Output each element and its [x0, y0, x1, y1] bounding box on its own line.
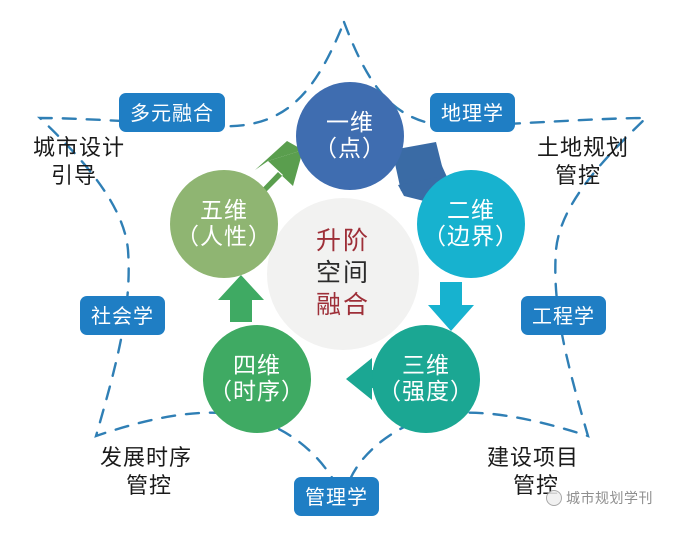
dimension-circle-5d[interactable]: 五维 （人性）	[170, 170, 278, 278]
dimension-2d-subtitle: （边界）	[423, 224, 519, 249]
dimension-5d-subtitle: （人性）	[176, 224, 272, 249]
arrow-2d-to-3d	[428, 282, 474, 331]
dimension-4d-title: 四维	[233, 353, 281, 379]
dimension-3d-subtitle: （强度）	[378, 379, 474, 404]
badge-sociology[interactable]: 社会学	[80, 296, 165, 335]
caption-urban-design: 城市设计 引导	[33, 134, 125, 189]
dimension-4d-subtitle: （时序）	[209, 379, 305, 404]
caption-development-timing-line1: 发展时序	[100, 445, 193, 470]
dimension-5d-title: 五维	[200, 198, 248, 224]
center-line-2: 空间	[315, 260, 370, 287]
watermark-logo-icon	[546, 490, 562, 506]
center-disc: 升阶 空间 融合	[267, 198, 419, 350]
caption-urban-design-line1: 城市设计	[33, 135, 126, 160]
badge-engineering[interactable]: 工程学	[521, 296, 606, 335]
caption-land-planning: 土地规划 管控	[537, 134, 629, 189]
center-line-3: 融合	[315, 292, 370, 319]
badge-management[interactable]: 管理学	[294, 477, 379, 516]
dimension-1d-subtitle: （点）	[314, 136, 386, 161]
dimension-circle-2d[interactable]: 二维 （边界）	[417, 170, 525, 278]
dimension-3d-title: 三维	[402, 353, 450, 379]
caption-development-timing: 发展时序 管控	[100, 444, 192, 499]
caption-development-timing-line2: 管控	[126, 472, 173, 498]
caption-land-planning-line1: 土地规划	[537, 135, 630, 160]
caption-urban-design-line2: 引导	[51, 162, 98, 188]
dimension-circle-1d[interactable]: 一维 （点）	[296, 82, 404, 190]
dimension-circle-4d[interactable]: 四维 （时序）	[203, 325, 311, 433]
center-line-1: 升阶	[315, 228, 370, 255]
dimension-2d-title: 二维	[447, 198, 495, 224]
badge-multi-integration[interactable]: 多元融合	[119, 93, 225, 132]
arrow-3d-to-4d	[346, 358, 394, 400]
dimension-1d-title: 一维	[326, 110, 374, 136]
arrow-5d-to-1d	[253, 141, 303, 200]
caption-land-planning-line2: 管控	[555, 162, 602, 188]
watermark: 城市规划学刊	[546, 488, 653, 508]
dimension-circle-3d[interactable]: 三维 （强度）	[372, 325, 480, 433]
watermark-text: 城市规划学刊	[566, 490, 653, 506]
caption-construction-project-line1: 建设项目	[487, 445, 580, 470]
badge-geography[interactable]: 地理学	[430, 93, 515, 132]
arrow-4d-to-5d	[218, 275, 264, 322]
